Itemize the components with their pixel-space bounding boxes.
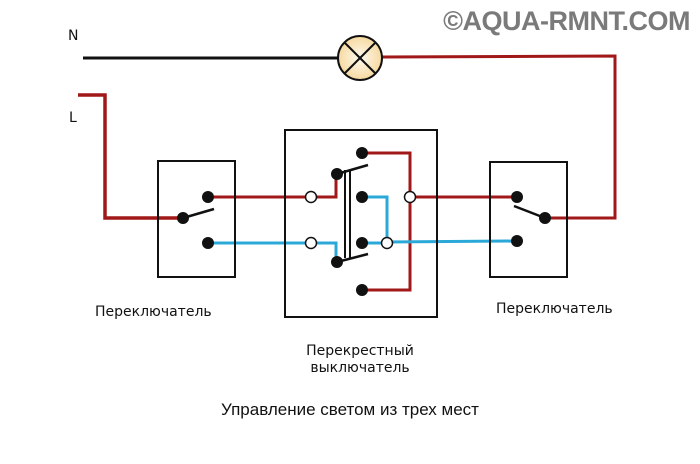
cross-internal-blue-bridge (362, 195, 389, 243)
cross-terminal-left-top (304, 190, 318, 204)
cross-terminal-left-bottom (304, 236, 318, 250)
left-switch-box (157, 160, 236, 278)
cross-switch-label: Перекрестный выключатель (300, 343, 420, 377)
left-switch-label: Переключатель (95, 304, 212, 320)
lamp-return-wire (381, 54, 617, 220)
cross-contact-4 (356, 284, 368, 296)
cross-internal-red-bridge (362, 151, 412, 292)
right-switch-label: Переключатель (496, 301, 613, 317)
cross-contact-2 (356, 191, 368, 203)
watermark: ©AQUA-RMNT.COM (443, 6, 690, 36)
right-switch-box (489, 161, 568, 278)
diagram-caption: Управление светом из трех мест (221, 400, 479, 419)
lamp-icon (337, 35, 383, 81)
cross-pivot-top (331, 168, 343, 180)
neutral-label: N (68, 28, 79, 44)
cross-contact-1 (356, 147, 368, 159)
cross-switch-label-line1: Перекрестный (306, 343, 414, 359)
cross-terminal-right-top (403, 190, 417, 204)
left-switch-contact-top (202, 191, 214, 203)
cross-terminal-right-bottom (380, 236, 394, 250)
right-switch-contact-top (511, 191, 523, 203)
cross-contact-3 (356, 237, 368, 249)
line-wire (78, 93, 183, 220)
line-label: L (69, 110, 77, 126)
cross-internal-red-left (311, 174, 338, 199)
left-switch-pivot (177, 212, 189, 224)
traveler-blue-right (386, 239, 518, 244)
right-switch-contact-bottom (511, 235, 523, 247)
cross-switch-label-line2: выключатель (310, 360, 410, 376)
left-switch-contact-bottom (202, 237, 214, 249)
cross-pivot-bottom (331, 256, 343, 268)
right-switch-pivot (539, 212, 551, 224)
cross-switch-box (284, 129, 438, 318)
cross-internal-blue-left (311, 241, 338, 262)
